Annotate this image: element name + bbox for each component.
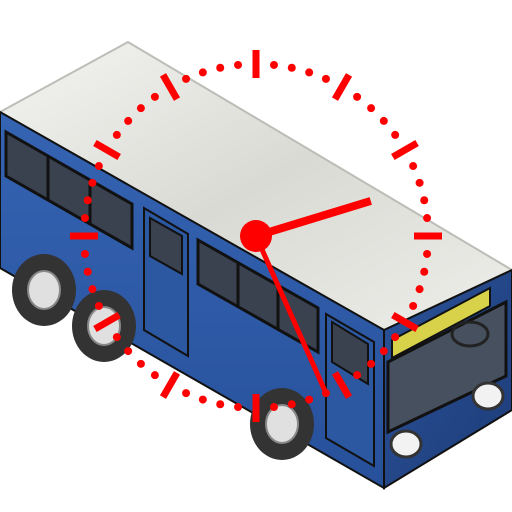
- clock-minute-dot: [420, 196, 429, 205]
- clock-minute-dot: [136, 359, 145, 368]
- clock-minute-dot: [379, 347, 388, 356]
- clock-minute-dot: [420, 267, 429, 276]
- bus-icon: [0, 40, 512, 490]
- clock-minute-dot: [150, 371, 159, 380]
- clock-minute-dot: [150, 92, 159, 101]
- clock-minute-dot: [88, 285, 97, 294]
- clock-icon: [70, 50, 442, 422]
- clock-minute-hand: [253, 234, 329, 395]
- clock-minute-dot: [379, 116, 388, 125]
- clock-minute-dot: [269, 60, 278, 69]
- clock-minute-dot: [112, 130, 121, 139]
- clock-minute-dot: [234, 60, 243, 69]
- clock-center-pin: [240, 220, 272, 252]
- clock-hour-tick: [331, 371, 353, 399]
- clock-minute-dot: [269, 403, 278, 412]
- clock-minute-dot: [198, 395, 207, 404]
- clock-hour-tick: [159, 73, 181, 101]
- clock-minute-dot: [80, 214, 89, 223]
- clock-minute-dot: [287, 400, 296, 409]
- steering-wheel: [450, 320, 490, 348]
- wheel-rear-1: [12, 254, 76, 326]
- clock-hour-tick: [391, 311, 419, 333]
- door-window: [149, 216, 183, 276]
- clock-minute-dot: [305, 395, 314, 404]
- clock-minute-dot: [367, 359, 376, 368]
- clock-minute-dot: [136, 104, 145, 113]
- clock-hour-tick: [331, 73, 353, 101]
- clock-minute-dot: [353, 371, 362, 380]
- clock-hour-tick: [93, 311, 121, 333]
- clock-minute-dot: [182, 74, 191, 83]
- clock-minute-dot: [415, 178, 424, 187]
- clock-minute-dot: [423, 249, 432, 258]
- front-door-window: [331, 320, 369, 386]
- clock-minute-dot: [367, 104, 376, 113]
- clock-minute-dot: [94, 162, 103, 171]
- clock-hour-tick: [93, 139, 121, 161]
- clock-dots: [80, 60, 432, 412]
- clock-minute-dot: [83, 267, 92, 276]
- clock-minute-dot: [124, 347, 133, 356]
- clock-minute-dot: [216, 400, 225, 409]
- clock-minute-dot: [353, 92, 362, 101]
- clock-minute-dot: [80, 249, 89, 258]
- clock-minute-dot: [391, 333, 400, 342]
- headlight-right: [471, 381, 505, 411]
- clock-minute-dot: [182, 389, 191, 398]
- clock-minute-dot: [234, 403, 243, 412]
- clock-minute-dot: [305, 68, 314, 77]
- clock-hour-hand: [254, 197, 372, 240]
- clock-minute-dot: [409, 301, 418, 310]
- clock-minute-dot: [94, 301, 103, 310]
- clock-hour-ticks: [70, 50, 442, 422]
- clock-minute-dot: [83, 196, 92, 205]
- clock-minute-dot: [415, 285, 424, 294]
- clock-minute-dot: [423, 214, 432, 223]
- clock-minute-dot: [112, 333, 121, 342]
- clock-minute-dot: [287, 63, 296, 72]
- destination-sign: [391, 286, 491, 360]
- clock-minute-dot: [88, 178, 97, 187]
- clock-minute-dot: [321, 74, 330, 83]
- clock-minute-dot: [409, 162, 418, 171]
- clock-minute-dot: [198, 68, 207, 77]
- clock-hour-tick: [159, 371, 181, 399]
- clock-hour-tick: [391, 139, 419, 161]
- clock-minute-dot: [216, 63, 225, 72]
- clock-minute-dot: [391, 130, 400, 139]
- clock-minute-dot: [124, 116, 133, 125]
- headlight-left: [389, 429, 423, 459]
- wheel-front: [250, 388, 314, 460]
